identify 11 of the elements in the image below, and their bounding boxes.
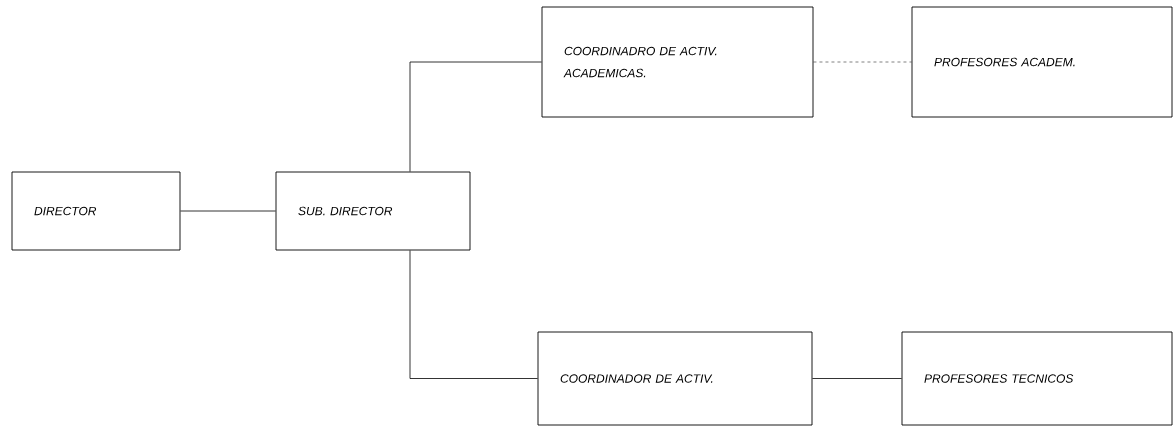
org-box: COORDINADRO DE ACTIV. ACADEMICAS. xyxy=(541,6,814,118)
org-box: DIRECTOR xyxy=(11,171,181,251)
connector-line xyxy=(180,210,276,212)
org-box: PROFESORES TECNICOS xyxy=(901,331,1173,426)
connector-line xyxy=(409,61,542,172)
connector-line xyxy=(409,250,538,379)
connector-line xyxy=(812,378,902,379)
org-box: PROFESORES ACADEM. xyxy=(911,6,1173,118)
org-box: SUB. DIRECTOR xyxy=(275,171,471,251)
connector-line xyxy=(813,61,912,63)
org-box: COORDINADOR DE ACTIV. xyxy=(537,331,813,426)
